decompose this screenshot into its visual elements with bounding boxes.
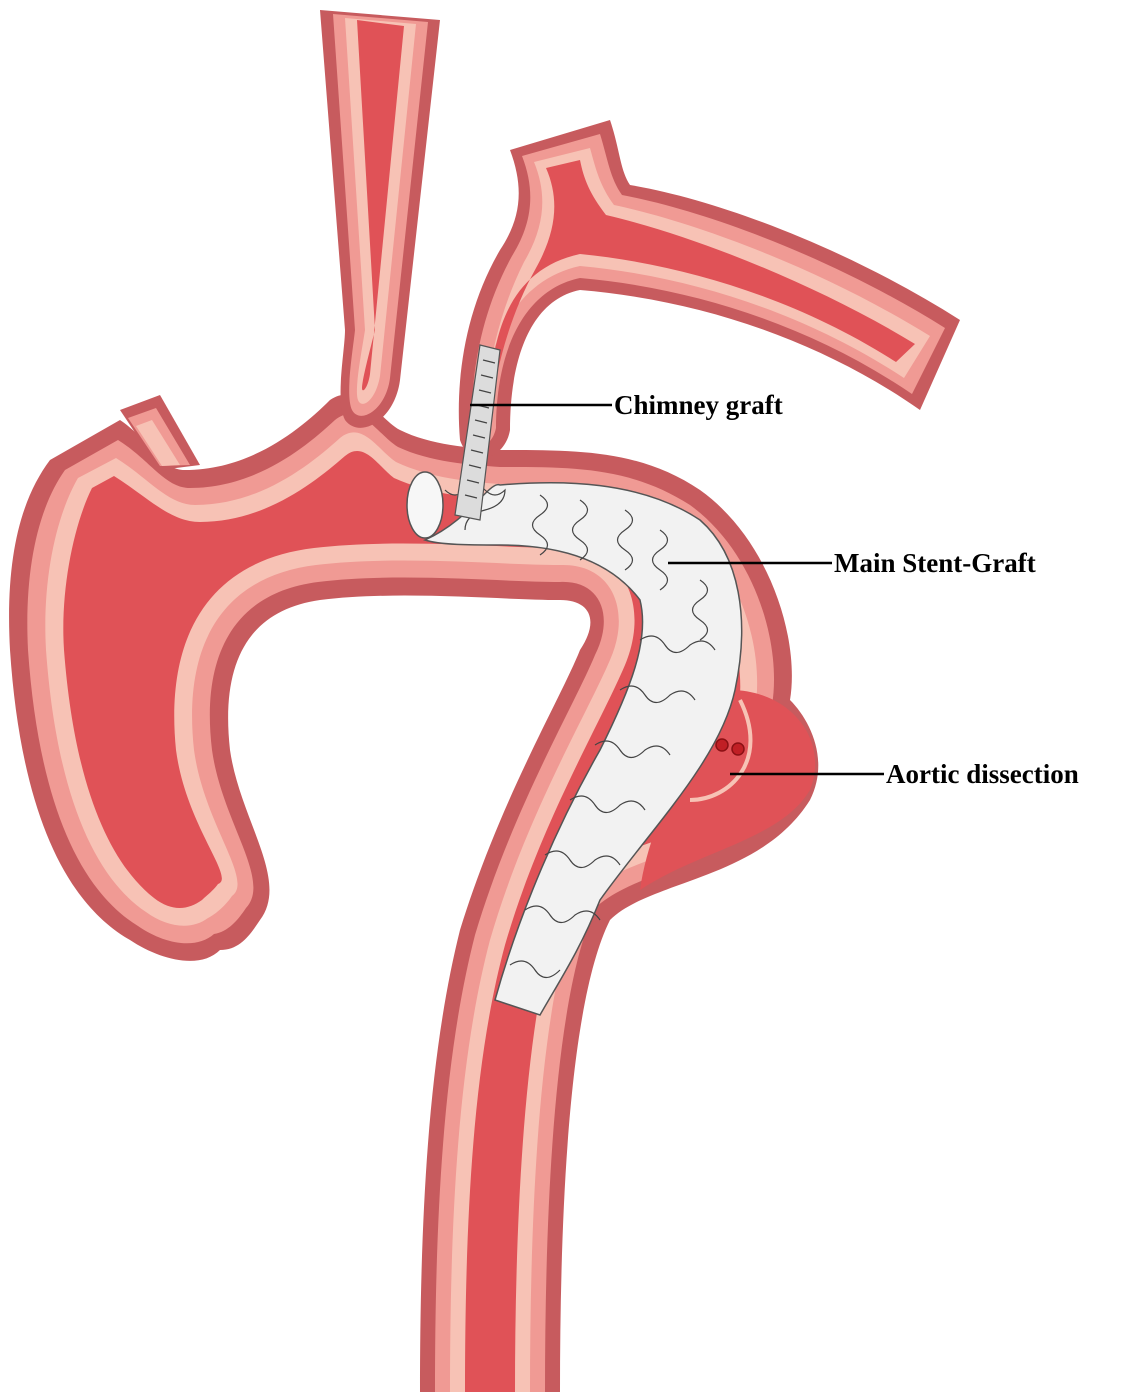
entry-tear-mark <box>716 739 728 751</box>
left-common-carotid-artery <box>320 10 440 428</box>
stent-proximal-ring <box>407 472 443 538</box>
entry-tear-mark <box>732 743 744 755</box>
label-chimney-graft-group: Chimney graft <box>470 390 783 420</box>
main-stent-graft-label: Main Stent-Graft <box>834 548 1036 578</box>
chimney-graft-label: Chimney graft <box>614 390 783 420</box>
aortic-dissection-label: Aortic dissection <box>886 759 1079 789</box>
